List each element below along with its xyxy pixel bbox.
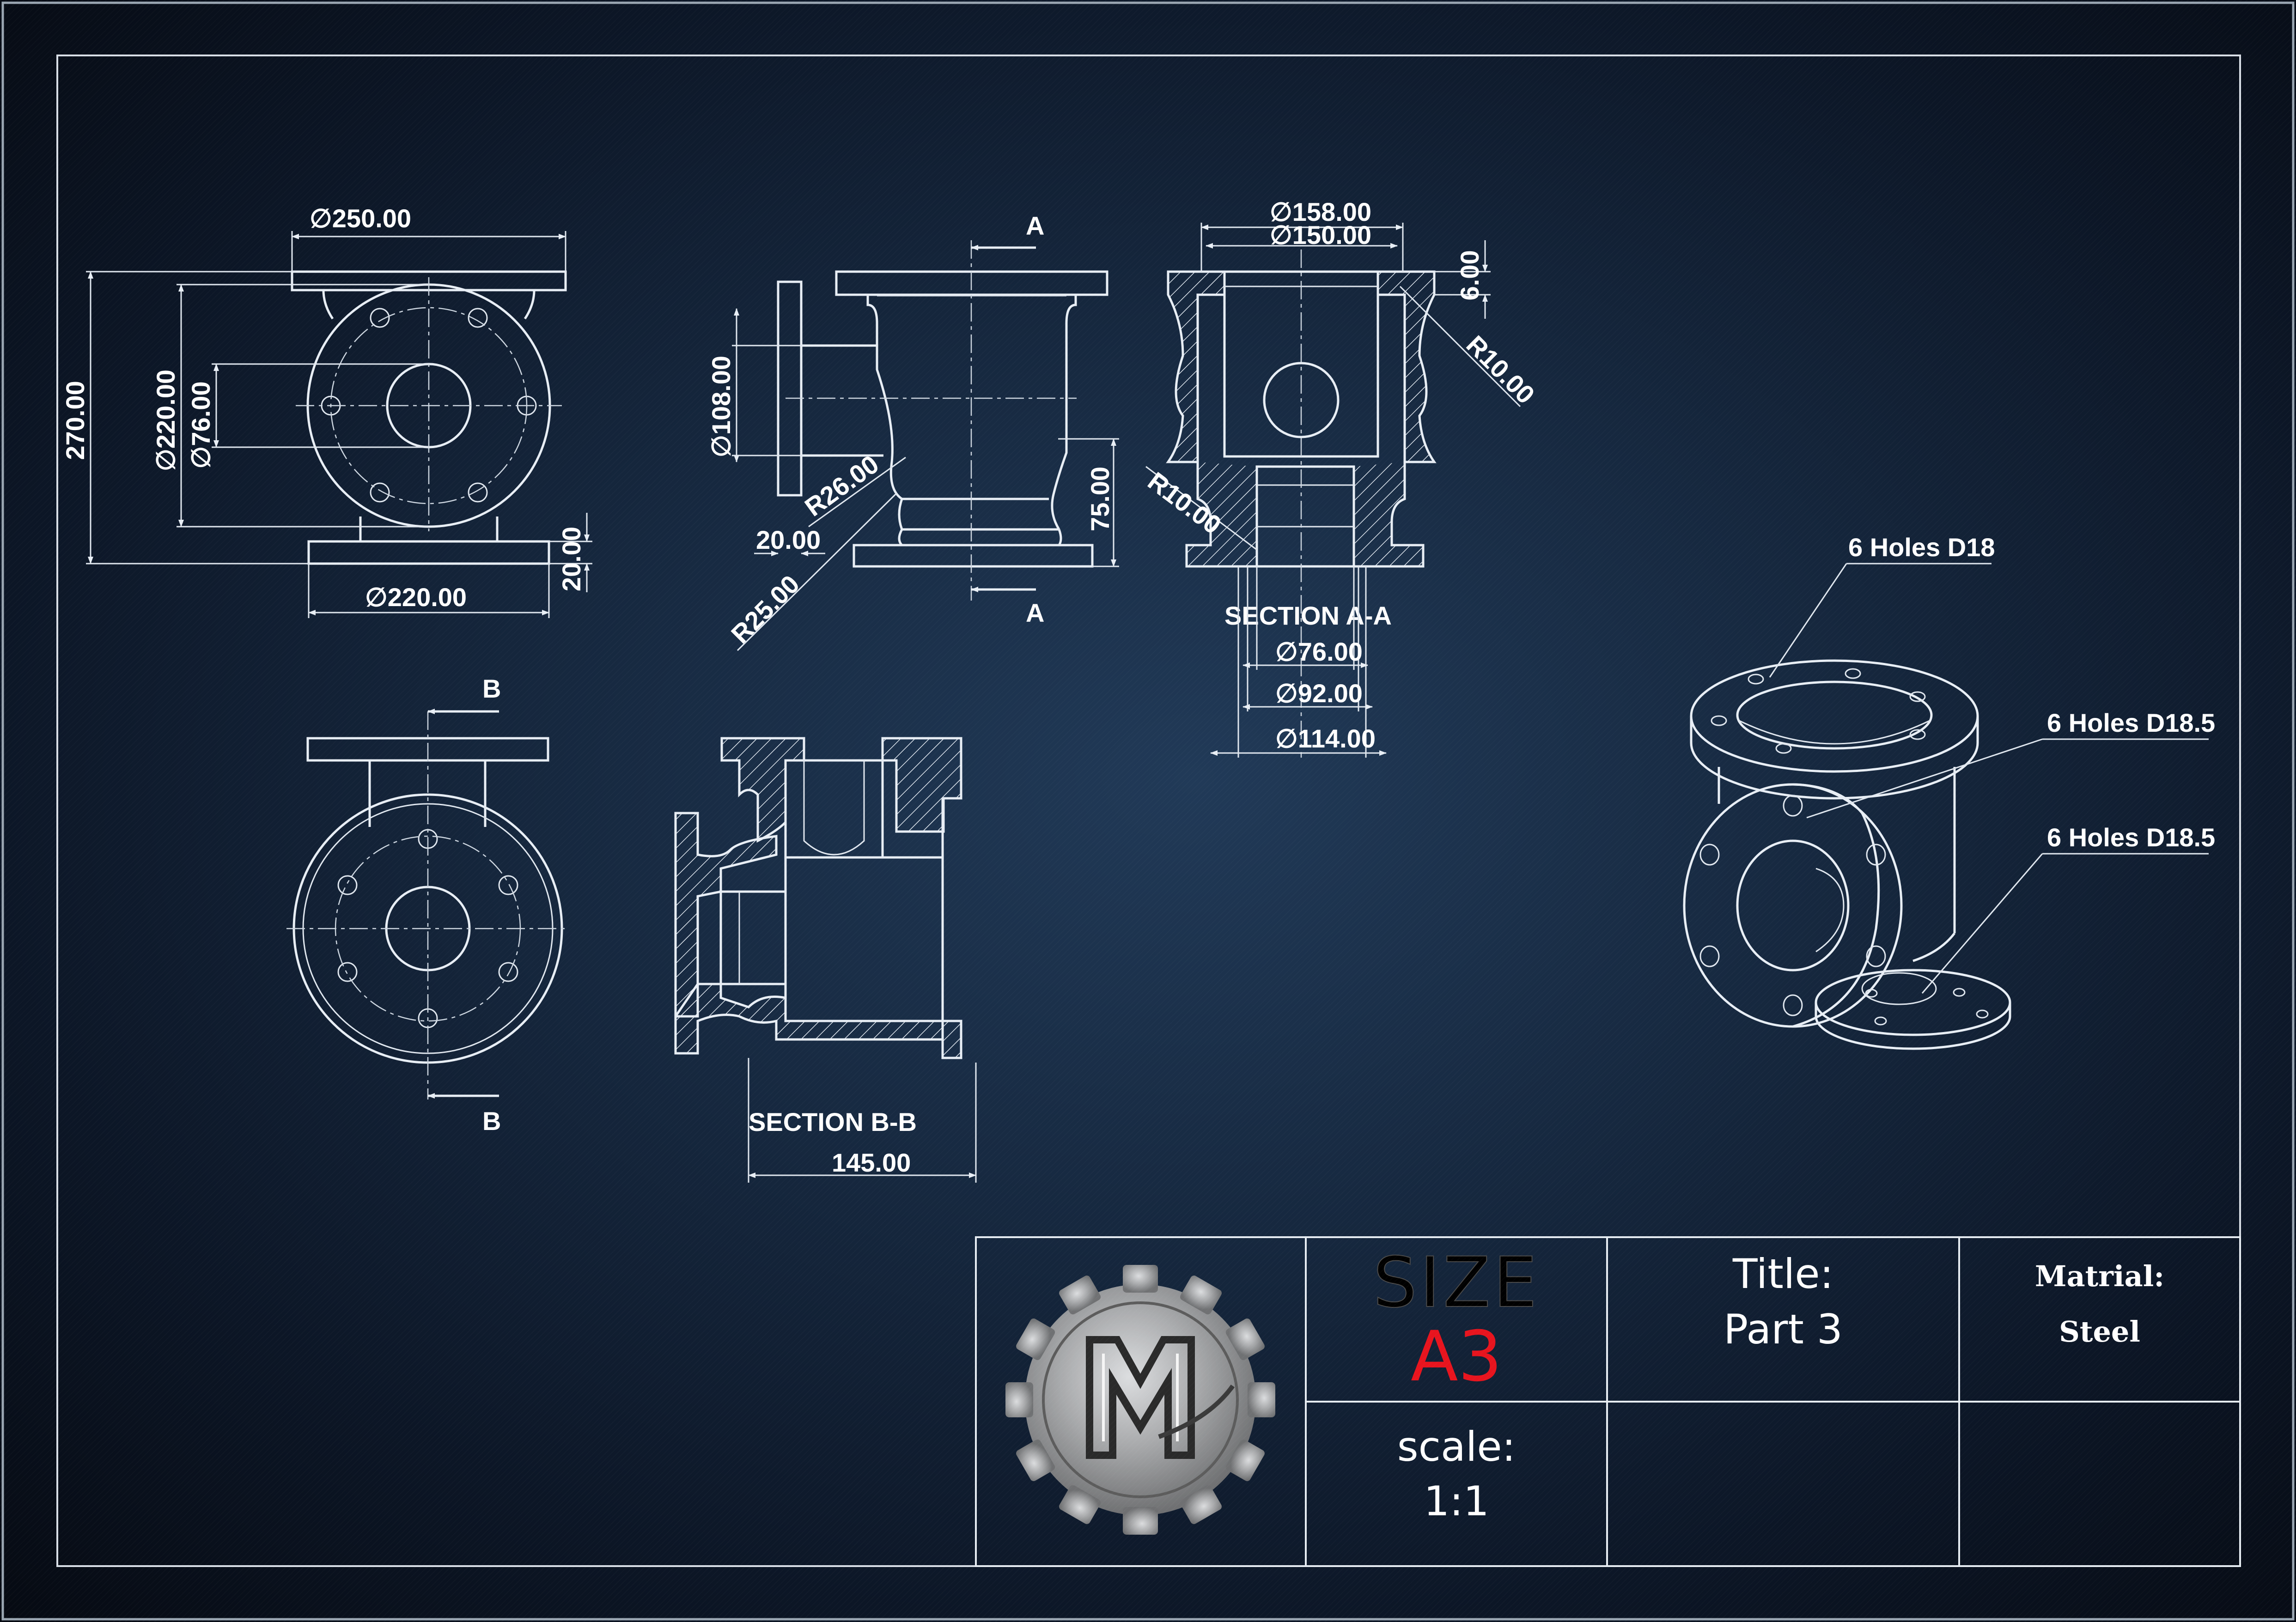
front-view: ∅250.00 270.00 ∅220.00 ∅76.00 20.00 ∅220… <box>61 204 592 618</box>
callout-1: 6 Holes D18 <box>1848 533 1995 562</box>
dim-d92: ∅92.00 <box>1275 679 1363 708</box>
size-value: A3 <box>1410 1317 1503 1397</box>
dim-d158: ∅158.00 <box>1270 197 1371 226</box>
dim-d220-bottom: ∅220.00 <box>365 583 467 612</box>
dim-h75: 75.00 <box>1085 467 1115 531</box>
dim-w20: 20.00 <box>756 525 821 554</box>
dim-r10-left: R10.00 <box>1143 466 1227 540</box>
gear-logo <box>1005 1265 1275 1535</box>
scale-label: scale: <box>1397 1423 1516 1470</box>
bottom-view: B B <box>286 674 569 1136</box>
dim-d108: ∅108.00 <box>706 356 736 457</box>
dim-w145: 145.00 <box>832 1148 911 1177</box>
side-flange <box>777 280 803 497</box>
dim-d150: ∅150.00 <box>1270 220 1371 249</box>
size-label: SIZE <box>1373 1242 1540 1324</box>
callout-3: 6 Holes D18.5 <box>2047 823 2215 852</box>
title-label: Title: <box>1732 1250 1834 1298</box>
dim-h270: 270.00 <box>61 381 90 460</box>
top-flange <box>291 270 567 292</box>
title-value: Part 3 <box>1724 1306 1843 1353</box>
section-a-mark-top: A <box>1026 211 1044 240</box>
section-b-mark-top: B <box>482 674 501 703</box>
dim-r26: R26.00 <box>799 450 884 522</box>
dim-d76: ∅76.00 <box>186 382 215 469</box>
title-block-grid <box>975 1236 2241 1567</box>
section-a-view: ∅158.00 ∅150.00 6.00 R10.00 R10.00 SECTI… <box>1143 197 1541 758</box>
section-a-mark-bottom: A <box>1026 598 1044 627</box>
section-a-hatch-left <box>1166 270 1226 463</box>
callout-2: 6 Holes D18.5 <box>2047 708 2215 737</box>
dim-d250: ∅250.00 <box>310 204 411 233</box>
section-a-title: SECTION A-A <box>1224 601 1392 630</box>
dim-d220-left: ∅220.00 <box>151 370 180 471</box>
section-b-view: SECTION B-B 145.00 <box>674 737 977 1183</box>
material-label: Matrial: <box>2034 1259 2165 1293</box>
material-value: Steel <box>2059 1315 2140 1349</box>
side-view: A A ∅108.00 20.00 R26.00 R25.00 75.00 <box>706 211 1119 651</box>
scale-value: 1:1 <box>1424 1477 1489 1525</box>
iso-side-flange <box>1683 783 1903 1028</box>
bore-circle <box>386 363 472 449</box>
dim-d76-sec: ∅76.00 <box>1275 637 1363 666</box>
inner-border <box>56 55 2241 1567</box>
dim-h20: 20.00 <box>557 527 586 591</box>
section-a-hatch-right <box>1376 270 1437 463</box>
flange-circle <box>306 283 551 528</box>
bottom-flange <box>307 540 550 565</box>
dim-r10-right: R10.00 <box>1461 330 1541 409</box>
dim-d114: ∅114.00 <box>1275 724 1376 753</box>
isometric-view: 6 Holes D18 6 Holes D18.5 6 Holes D18.5 <box>1683 533 2215 1050</box>
dim-r25: R25.00 <box>725 569 805 649</box>
section-b-title: SECTION B-B <box>749 1107 917 1136</box>
section-b-mark-bottom: B <box>482 1106 501 1136</box>
dim-h6: 6.00 <box>1455 250 1484 301</box>
